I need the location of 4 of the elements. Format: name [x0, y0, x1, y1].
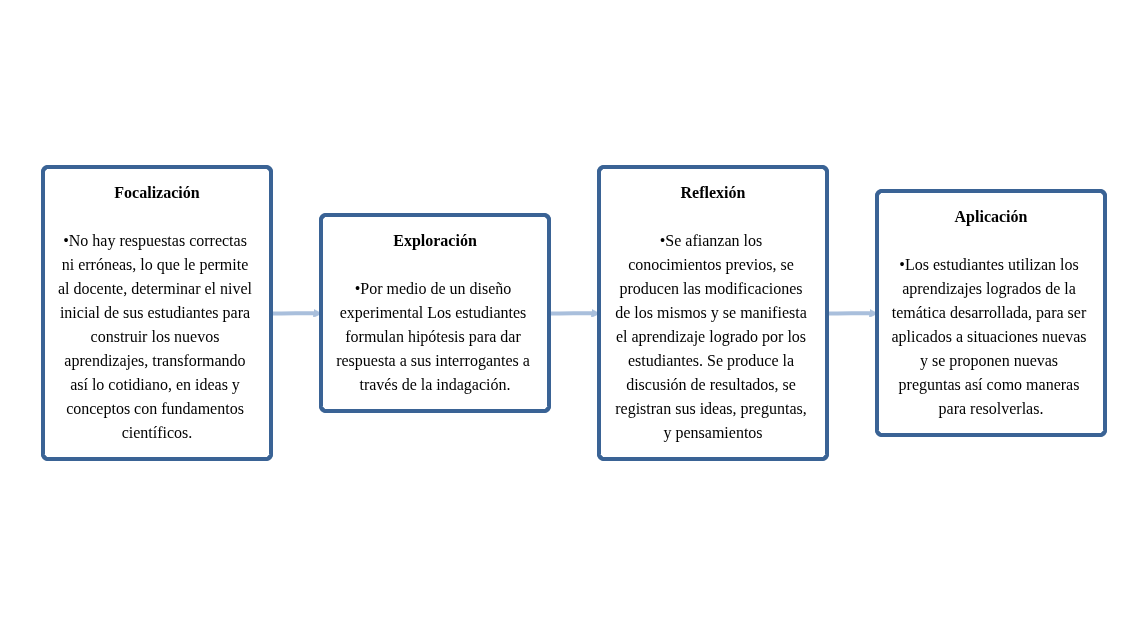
- node-text: Aplicación •Los estudiantes utilizan los aprendizajes logrados de la temática desarrollada, para ser aplicados a situaciones nuevas y se proponen nuevas preguntas así como maneras para resolverlas.: [891, 207, 1087, 417]
- node-text: Reflexión •Se afianzan los conocimientos previos, se producen las modificaciones de los mismos y se manifiesta el aprendizaje logrado por los estudiantes. Se produce la discusión de resultados, se registran sus ideas, preguntas, y pensamientos: [615, 183, 807, 441]
- node-text: Focalización •No hay respuestas correctas ni erróneas, lo que le permite al docente, determinar el nivel inicial de sus estudiantes para construir los nuevos aprendizajes, transformando así lo cotidiano, en ideas y conceptos con fundamentos científicos.: [57, 183, 253, 441]
- node-text: Exploración •Por medio de un diseño experimental Los estudiantes formulan hipótesis para dar respuesta a sus interrogantes a través de la indagación.: [336, 231, 530, 393]
